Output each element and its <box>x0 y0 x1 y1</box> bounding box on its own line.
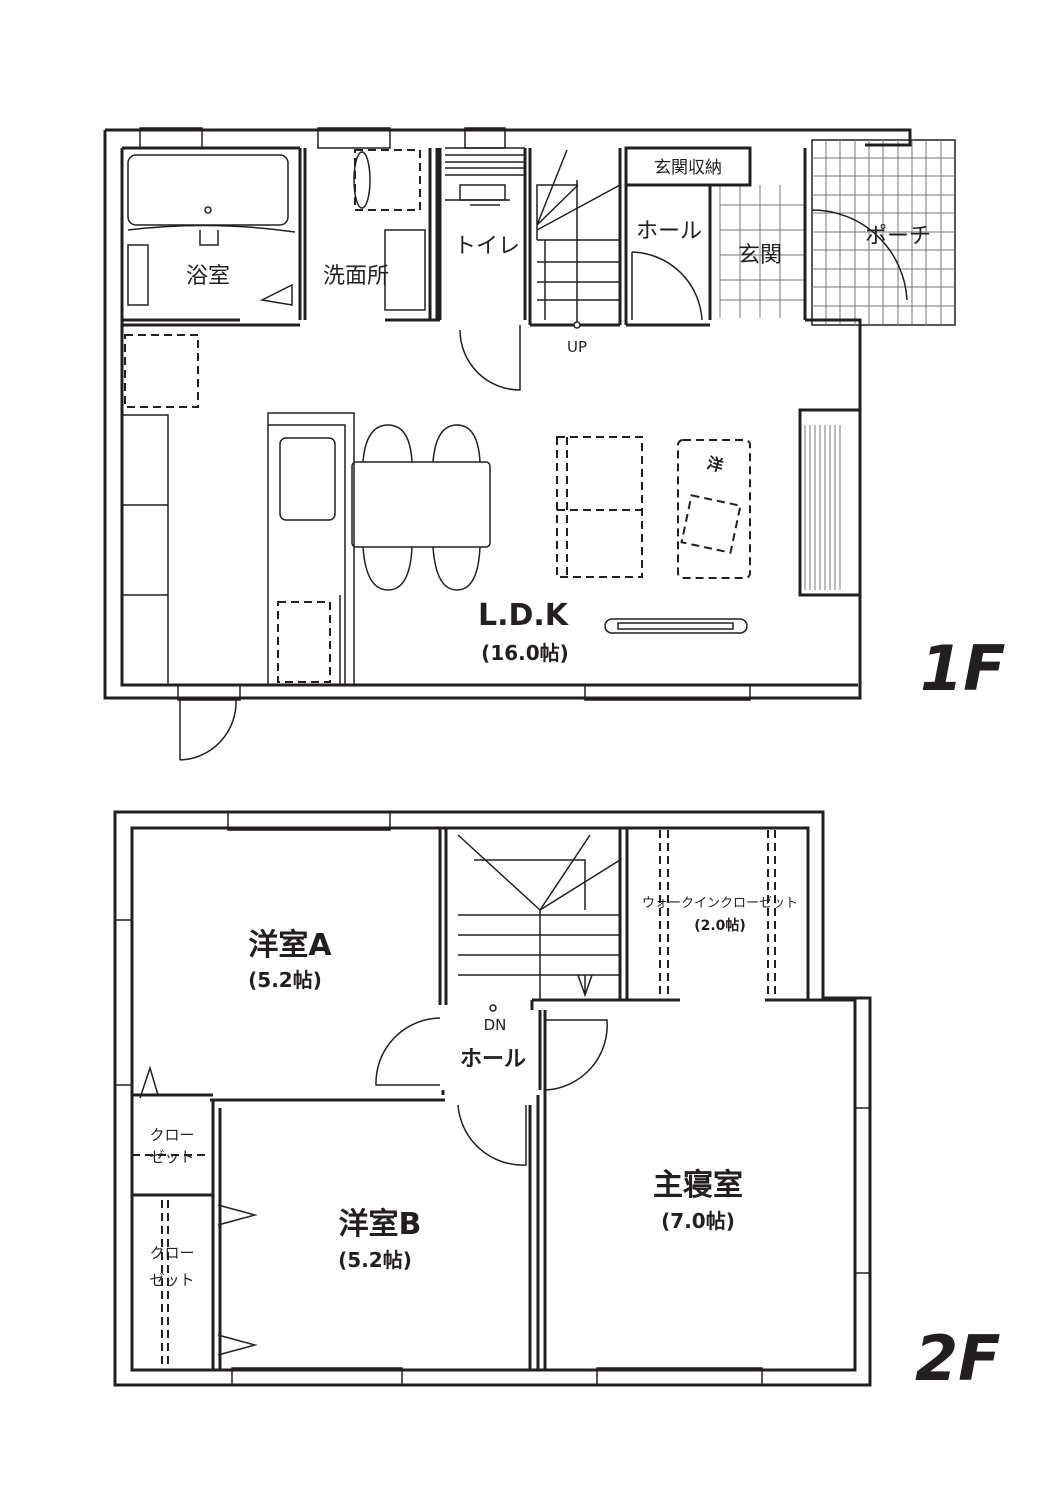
closet-label-2: クロー <box>149 1244 194 1262</box>
window <box>231 1367 403 1386</box>
closet-label-1b: ゼット <box>149 1148 194 1166</box>
room-label-hall-2f: ホール <box>460 1047 526 1072</box>
porch-tiles <box>719 139 956 326</box>
floor-label-2f: 2F <box>915 1322 1001 1395</box>
window <box>596 1367 763 1386</box>
room-label-entrance: 玄関 <box>738 243 782 268</box>
room-size-walk-in-closet: (2.0帖) <box>694 917 746 934</box>
room-label-master-bedroom: 主寝室 <box>653 1168 743 1203</box>
sink <box>279 437 336 521</box>
stairs-down-label: DN <box>484 1016 507 1034</box>
room-label-ldk: L.D.K <box>478 598 570 633</box>
dining-table <box>351 461 491 548</box>
room-label-entrance-storage: 玄関収納 <box>654 158 722 178</box>
room-label-bath: 浴室 <box>186 264 230 289</box>
room-label-porch: ポーチ <box>865 224 931 249</box>
kitchen-counter <box>267 412 355 686</box>
dining-chairs <box>362 424 481 591</box>
room-size-ldk: (16.0帖) <box>481 641 569 665</box>
stairs-1f <box>536 149 621 329</box>
floor-label-1f: 1F <box>920 632 1006 705</box>
window <box>114 919 133 1086</box>
window <box>227 811 391 831</box>
window <box>584 684 751 701</box>
room-label-washroom: 洗面所 <box>323 264 389 289</box>
storage-dashed <box>124 334 199 408</box>
window <box>854 1107 871 1274</box>
room-size-room-a: (5.2帖) <box>248 968 322 992</box>
room-label-room-a: 洋室A <box>248 928 332 963</box>
room-size-room-b: (5.2帖) <box>338 1248 412 1272</box>
bay-window <box>798 408 862 597</box>
entrance-storage-box <box>624 146 752 187</box>
room-size-master-bedroom: (7.0帖) <box>661 1209 735 1233</box>
bathtub <box>127 154 289 226</box>
stairs-up-label: UP <box>567 338 587 356</box>
svg-text:洋: 洋 <box>705 453 725 475</box>
2f-outer-wall <box>113 810 872 1387</box>
floor-1-plan: 洋 浴室 洗面所 トイレ ホール 玄関 玄関収納 ポーチ UP L.D.K (1… <box>103 127 1006 761</box>
back-door <box>177 684 241 701</box>
stairs-2f <box>457 834 621 1012</box>
rug <box>677 439 751 579</box>
closet-label-1: クロー <box>149 1126 194 1144</box>
dishwasher <box>277 601 331 683</box>
room-label-room-b: 洋室B <box>339 1207 422 1242</box>
room-label-toilet: トイレ <box>454 234 520 259</box>
closet-label-2b: ゼット <box>149 1271 194 1289</box>
window <box>139 127 203 149</box>
toilet-tank <box>459 184 506 201</box>
sofa <box>556 436 643 578</box>
tv-board <box>604 618 748 634</box>
vanity <box>384 229 426 311</box>
washing-machine <box>354 149 421 211</box>
room-label-walk-in-closet: ウォークインクローゼット <box>642 896 798 911</box>
floor-2-plan: 洋室A (5.2帖) 洋室B (5.2帖) 主寝室 (7.0帖) ウォークインク… <box>113 810 1001 1395</box>
window <box>317 127 391 149</box>
room-label-hall: ホール <box>636 219 702 244</box>
